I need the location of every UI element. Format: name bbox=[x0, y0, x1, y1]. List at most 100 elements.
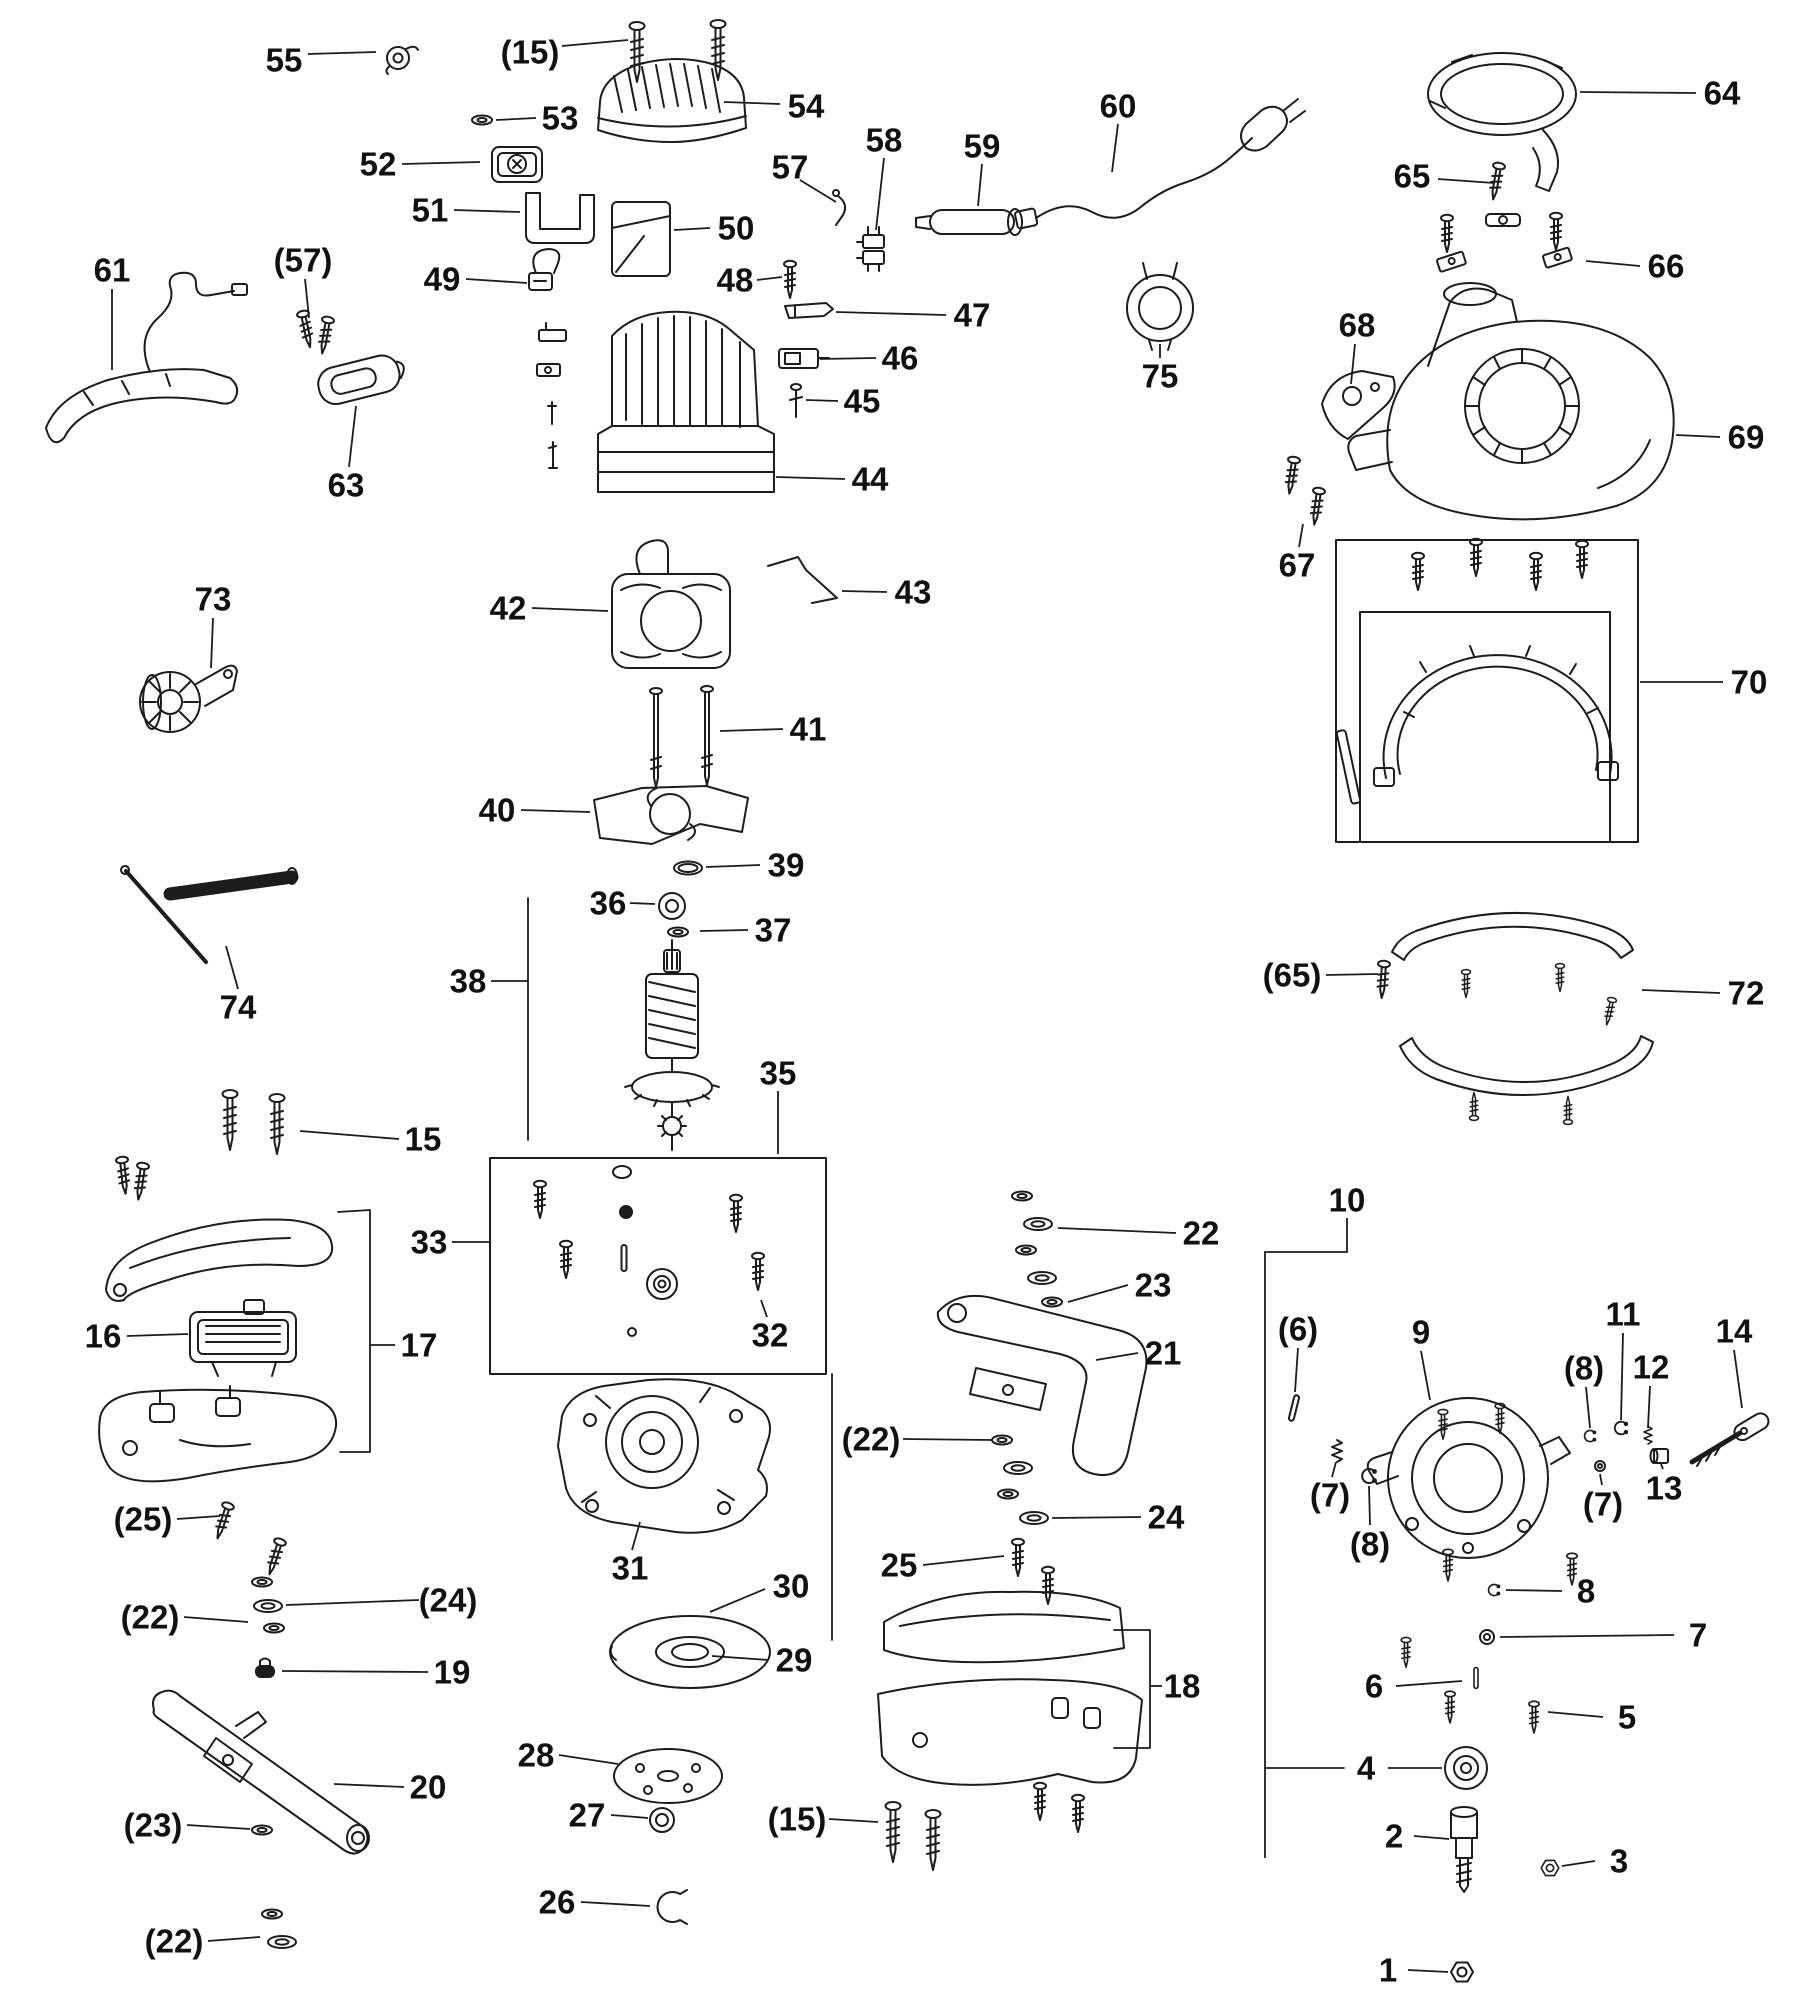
part-68-gasket bbox=[1321, 370, 1396, 440]
leader-line-25-63 bbox=[922, 1555, 1005, 1566]
callout-label-59-9: 59 bbox=[964, 128, 1001, 165]
leader-line-45-20 bbox=[805, 399, 839, 402]
leader-line-22-56 bbox=[902, 1438, 993, 1441]
leader-line-54-2 bbox=[723, 101, 781, 105]
part-48-screw bbox=[783, 259, 797, 299]
leader-line-8-67 bbox=[1505, 1589, 1563, 1592]
callout-label-4-77: 4 bbox=[1357, 1750, 1376, 1787]
part-67-screws bbox=[1282, 454, 1327, 527]
callout-label-46-19: 46 bbox=[882, 340, 919, 377]
leader-line-22-84 bbox=[207, 1936, 261, 1942]
callout-label-33-42: 33 bbox=[411, 1224, 448, 1261]
part-49-clip bbox=[528, 248, 561, 291]
part-32-screw bbox=[751, 1251, 765, 1291]
part-41-screws bbox=[649, 685, 714, 788]
part-52-plate bbox=[491, 146, 543, 183]
leader-line-22-44 bbox=[1057, 1227, 1177, 1234]
part-11-14-cluster bbox=[1583, 1412, 1770, 1472]
leader-line-20-75 bbox=[333, 1783, 405, 1788]
callout-label-13-60: 13 bbox=[1646, 1470, 1683, 1507]
leader-line-44-22 bbox=[775, 476, 846, 480]
leader-line-22-66 bbox=[183, 1616, 249, 1623]
part-6-pin bbox=[1287, 1393, 1301, 1423]
leader-line-60-10 bbox=[1111, 123, 1119, 173]
part-23-washer-left bbox=[251, 1824, 273, 1836]
part-15-screws bbox=[114, 1089, 286, 1202]
leader-line-3-81 bbox=[1561, 1860, 1596, 1867]
callout-label-11-52: 11 bbox=[1606, 1296, 1641, 1333]
leader-line-46-19 bbox=[819, 357, 877, 360]
leader-line-15-1 bbox=[561, 39, 629, 47]
callout-label-7-57: (7) bbox=[1310, 1477, 1350, 1514]
callout-label-47-18: 47 bbox=[954, 297, 991, 334]
callout-label-60-10: 60 bbox=[1100, 88, 1137, 125]
part-59-sleeve bbox=[915, 208, 1023, 236]
leader-line-36-34 bbox=[629, 902, 656, 905]
part-washers-left bbox=[251, 1576, 285, 1634]
callout-label-35-40: 35 bbox=[760, 1055, 797, 1092]
callout-label-27-78: 27 bbox=[569, 1797, 606, 1834]
leader-line-57-7 bbox=[799, 179, 837, 203]
part-39-oring bbox=[673, 860, 703, 876]
callout-label-8-58: (8) bbox=[1350, 1526, 1390, 1563]
leader-line-73-30 bbox=[210, 617, 214, 669]
part-42-stator bbox=[611, 539, 731, 669]
part-38-armature bbox=[624, 939, 720, 1151]
callout-label-52-4: 52 bbox=[360, 146, 397, 183]
part-22-washers-bottom bbox=[261, 1908, 297, 1949]
leader-line-66-13 bbox=[1585, 260, 1641, 267]
part-60-power-cord bbox=[1014, 98, 1306, 230]
callout-label-32-43: 32 bbox=[752, 1317, 789, 1354]
callout-label-72-39: 72 bbox=[1728, 975, 1765, 1012]
callout-label-48-17: 48 bbox=[717, 262, 754, 299]
callout-label-3-81: 3 bbox=[1610, 1843, 1628, 1880]
part-26-retaining-ring bbox=[656, 1889, 688, 1925]
callout-label-73-30: 73 bbox=[195, 581, 232, 618]
part-33-hardware-box bbox=[489, 1157, 827, 1375]
callout-label-64-11: 64 bbox=[1704, 75, 1741, 112]
callout-label-49-16: 49 bbox=[424, 261, 461, 298]
callout-label-23-45: 23 bbox=[1135, 1267, 1172, 1304]
leader-line-63-21 bbox=[348, 405, 357, 468]
leader-line-9-51 bbox=[1420, 1350, 1431, 1401]
leader-line-7-68 bbox=[1499, 1634, 1675, 1638]
leader-line-39-33 bbox=[705, 864, 761, 868]
part-2-spindle bbox=[1450, 1806, 1478, 1893]
part-64-clamp-ring bbox=[1427, 52, 1577, 192]
callout-label-23-82: (23) bbox=[124, 1807, 183, 1844]
callout-label-44-22: 44 bbox=[852, 461, 889, 498]
leader-line-51-5 bbox=[453, 209, 521, 213]
leader-line-65-38 bbox=[1325, 973, 1379, 976]
callout-label-57-15: (57) bbox=[274, 242, 333, 279]
callout-label-21-46: 21 bbox=[1145, 1335, 1182, 1372]
part-31-bearing-plate bbox=[557, 1378, 771, 1534]
part-51-bracket bbox=[525, 192, 595, 244]
small-parts-column bbox=[536, 322, 567, 469]
part-25-screws bbox=[1011, 1537, 1055, 1605]
callout-label-22-44: 22 bbox=[1183, 1215, 1220, 1252]
leader-line-69-25 bbox=[1675, 434, 1721, 438]
part-21-handle-bar bbox=[936, 1294, 1148, 1476]
callout-label-7-59: (7) bbox=[1583, 1486, 1623, 1523]
leader-line-27-78 bbox=[610, 1814, 649, 1819]
leader-line-28-76 bbox=[558, 1754, 619, 1765]
callout-label-25-64: (25) bbox=[114, 1501, 173, 1538]
leader-line-52-4 bbox=[401, 161, 481, 165]
part-17-top-grip bbox=[105, 1218, 334, 1302]
leader-line-72-39 bbox=[1641, 989, 1721, 994]
leader-line-8-58 bbox=[1368, 1485, 1371, 1526]
part-47-clip bbox=[784, 302, 834, 319]
leader-line-10-47 bbox=[1264, 1218, 1348, 1858]
part-70-brake-ring-box bbox=[1335, 537, 1639, 843]
leader-line-57-15 bbox=[304, 278, 310, 319]
callout-label-30-70: 30 bbox=[773, 1568, 810, 1605]
part-66-hardware bbox=[1436, 211, 1573, 273]
callout-label-10-47: 10 bbox=[1329, 1182, 1366, 1219]
callout-label-29-71: 29 bbox=[776, 1642, 813, 1679]
part-53-washer bbox=[471, 114, 493, 126]
leader-line-31-62 bbox=[631, 1521, 641, 1551]
callout-label-19-69: 19 bbox=[434, 1654, 471, 1691]
leader-line-49-16 bbox=[465, 278, 528, 284]
leader-line-53-3 bbox=[495, 117, 537, 121]
